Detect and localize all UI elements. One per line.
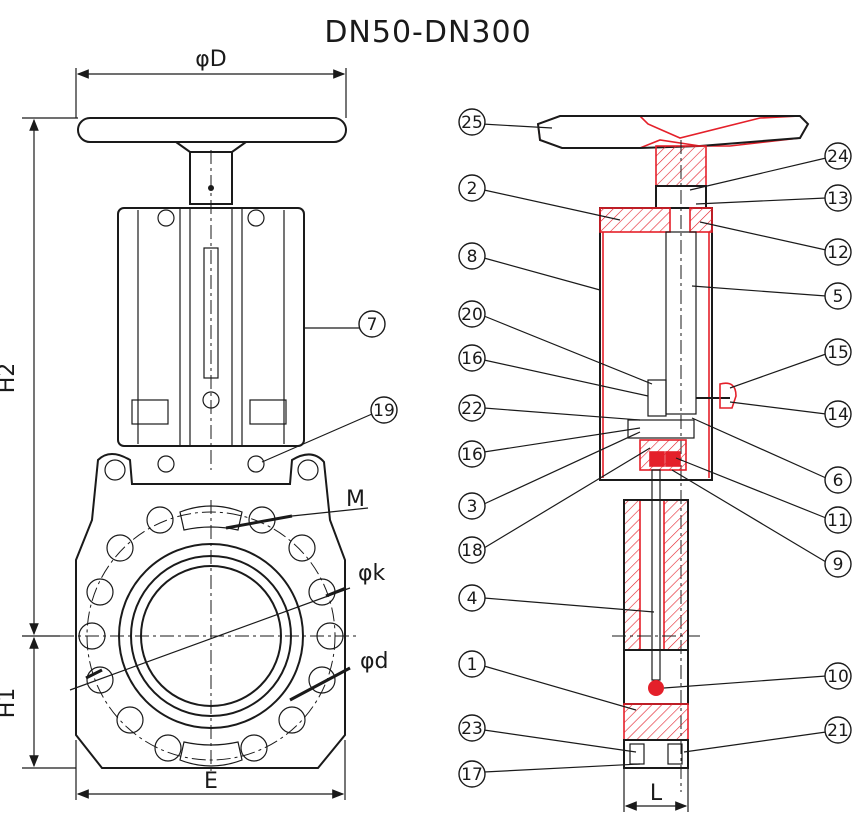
valve-body [75,453,346,769]
callout-25: 25 [461,113,483,133]
dim-M: M [346,487,365,512]
callout-11: 11 [827,511,849,531]
dim-phik: φk [358,561,386,586]
dim-phid: φd [360,649,388,674]
callout-3: 3 [467,497,478,517]
callout-9: 9 [833,555,844,575]
callout-14: 14 [827,405,849,425]
dim-H1: H1 [0,688,20,719]
callout-18: 18 [461,541,483,561]
dim-phiD: φD [195,47,226,72]
callout-7: 7 [367,315,378,335]
callout-13: 13 [827,189,849,209]
callout-23: 23 [461,719,483,739]
handwheel [77,117,347,143]
dim-L: L [650,781,663,806]
callout-4: 4 [467,589,478,609]
callout-20: 20 [461,305,483,325]
callout-2: 2 [467,179,478,199]
callout-10: 10 [827,667,849,687]
drawing-title: DN50-DN300 [324,15,531,50]
handwheel-section [537,115,809,149]
dim-H2: H2 [0,363,20,394]
callout-24: 24 [827,147,849,167]
callout-16a: 16 [461,349,483,369]
callouts-right: 25 24 2 13 12 8 5 [458,108,852,788]
dim-E: E [204,769,218,794]
callout-1: 1 [467,655,478,675]
callout-12: 12 [827,243,849,263]
callout-6: 6 [833,471,844,491]
callout-17: 17 [461,765,483,785]
callout-19: 19 [373,401,395,421]
callout-22: 22 [461,399,483,419]
callout-5: 5 [833,287,844,307]
callout-21: 21 [827,721,849,741]
callout-16b: 16 [461,445,483,465]
callout-15: 15 [827,343,849,363]
front-view: φD [0,47,398,800]
callout-8: 8 [467,247,478,267]
section-view: L 25 24 2 13 12 8 [458,108,852,812]
